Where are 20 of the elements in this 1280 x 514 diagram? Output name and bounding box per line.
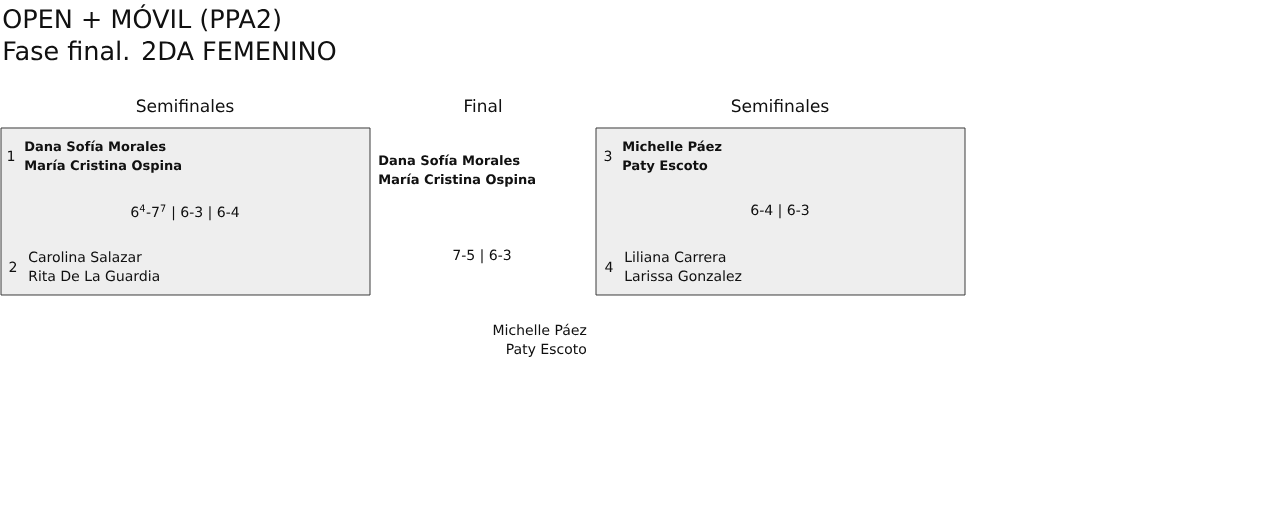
player-name: Carolina Salazar xyxy=(29,251,142,263)
match-score: 6-4 | 6-3 xyxy=(751,204,809,219)
subtitle: Fase final. 2DA FEMENINO xyxy=(4,40,336,61)
player-name: María Cristina Ospina xyxy=(25,159,181,173)
column-heading: Final xyxy=(465,99,502,113)
seed-number: 1 xyxy=(8,150,15,161)
player-name: Michelle Páez xyxy=(623,140,722,152)
player-name: Paty Escoto xyxy=(507,343,587,357)
match-score: 7-5 | 6-3 xyxy=(453,249,511,264)
player-name: Michelle Páez xyxy=(493,323,587,336)
player-name: Dana Sofía Morales xyxy=(25,140,166,152)
match-score: 6$^{4}$-7$^{7}$ | 6-3 | 6-4 xyxy=(131,204,239,221)
player-name: Rita De La Guardia xyxy=(29,270,159,282)
player-name: Paty Escoto xyxy=(623,160,708,173)
player-name: Larissa Gonzalez xyxy=(625,270,742,282)
seed-number: 3 xyxy=(604,150,612,162)
seed-number: 2 xyxy=(9,261,17,272)
player-name: Liliana Carrera xyxy=(625,251,726,263)
seed-number: 4 xyxy=(605,261,613,272)
title: OPEN + MÓVIL (PPA2) xyxy=(3,4,280,32)
